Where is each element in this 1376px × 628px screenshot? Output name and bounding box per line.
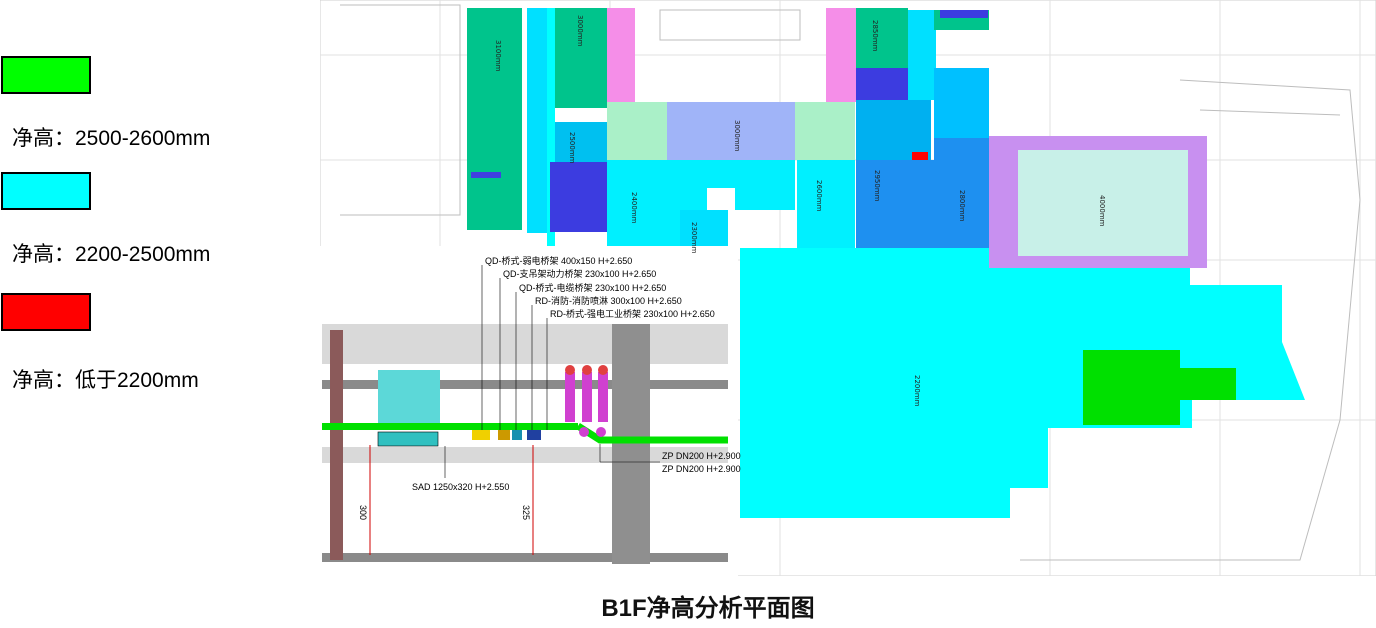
room-label: 4000mm <box>1098 195 1106 227</box>
zone-purple-frame <box>989 136 1207 268</box>
legend-label-cyan: 净高：2200-2500mm <box>12 243 211 266</box>
annotation-5: RD-桥式-强电工业桥架 230x100 H+2.650 <box>550 308 715 319</box>
zone-middle <box>667 8 856 250</box>
building-outline <box>340 4 1361 561</box>
pipe-label-1: ZP DN200 H+2.900 <box>662 451 741 461</box>
floor-plan-image: QD-桥式-弱电桥架 400x150 H+2.650 QD-支吊架动力桥架 23… <box>320 0 1376 576</box>
room-label: 2950mm <box>873 170 881 202</box>
annotation-3: QD-桥式-电缆桥架 230x100 H+2.650 <box>519 282 666 293</box>
room-label: 2300mm <box>690 222 698 254</box>
room-label: 3000mm <box>733 120 741 152</box>
room-label: 2500mm <box>568 132 576 164</box>
legend-swatch-green <box>1 56 91 94</box>
diagram-title: B1F净高分析平面图 <box>0 588 1376 623</box>
zone-large-cyan <box>740 248 1305 518</box>
legend-swatch-red <box>1 293 91 331</box>
section-drawing: QD-桥式-弱电桥架 400x150 H+2.650 QD-支吊架动力桥架 23… <box>320 246 741 576</box>
pipe-label-2: ZP DN200 H+2.900 <box>662 464 741 474</box>
annotation-1: QD-桥式-弱电桥架 400x150 H+2.650 <box>485 255 632 266</box>
dim-label-1: 300 <box>358 505 368 520</box>
room-labels: 3100mm 3000mm 2850mm 2950mm 2500mm 2400m… <box>494 15 1106 407</box>
room-label: 3100mm <box>494 40 502 72</box>
legend-swatch-cyan <box>1 172 91 210</box>
diagram-title-text: B1F净高分析平面图 <box>601 595 815 622</box>
dim-label-2: 325 <box>521 505 531 520</box>
room-label: 2200mm <box>913 375 921 407</box>
annotation-4: RD-消防-消防喷淋 300x100 H+2.650 <box>535 295 682 306</box>
legend-label-red: 净高：低于2200mm <box>12 369 199 392</box>
room-label: 2600mm <box>815 180 823 212</box>
room-label: 2850mm <box>871 20 879 52</box>
legend-label-green: 净高：2500-2600mm <box>12 127 211 150</box>
room-label: 2400mm <box>630 192 638 224</box>
room-label: 2800mm <box>958 190 966 222</box>
room-label: 3000mm <box>576 15 584 47</box>
zone-upper-center <box>856 8 991 248</box>
duct-label: SAD 1250x320 H+2.550 <box>412 482 509 492</box>
annotation-2: QD-支吊架动力桥架 230x100 H+2.650 <box>503 268 656 279</box>
zone-left-columns <box>467 8 667 248</box>
